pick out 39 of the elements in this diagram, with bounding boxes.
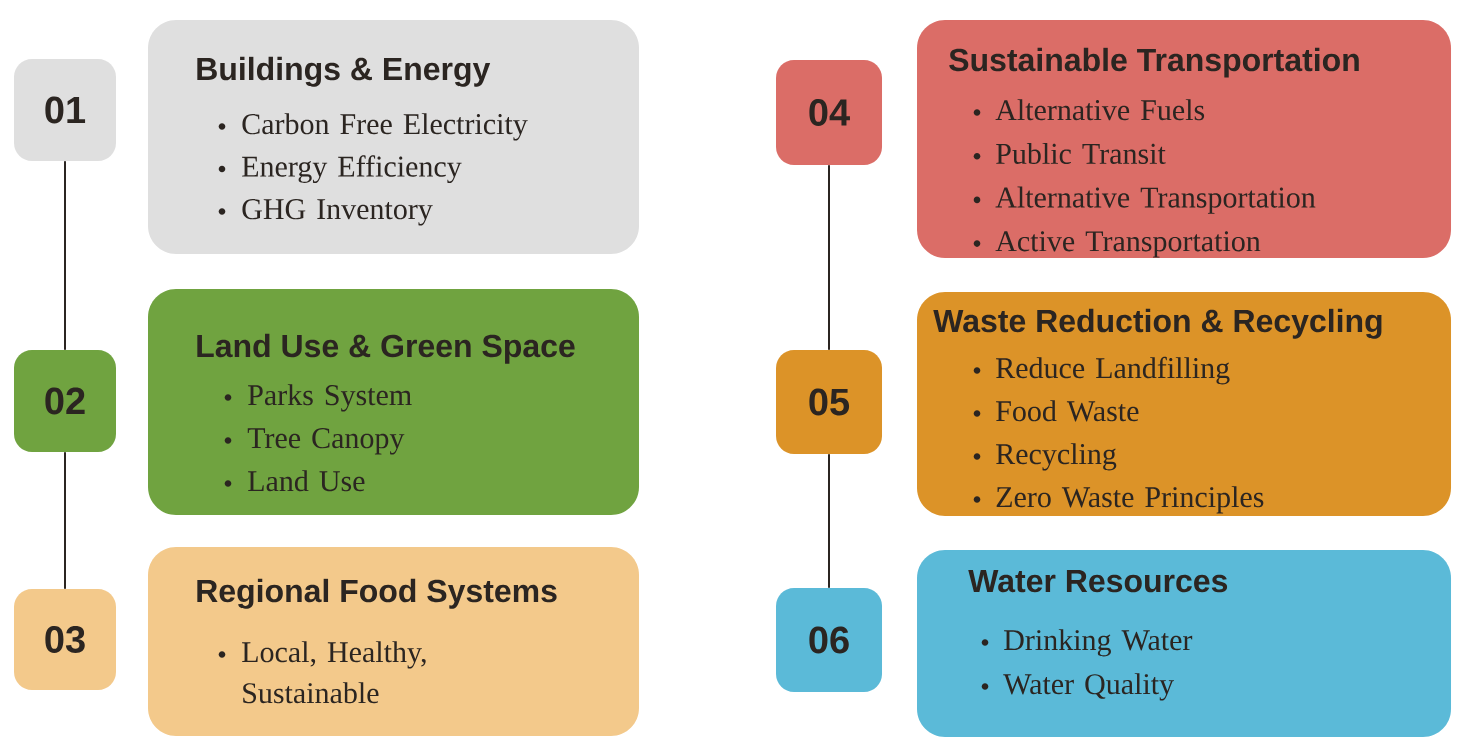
topic-card	[917, 292, 1451, 516]
connector-line	[828, 453, 830, 589]
topic-card	[917, 20, 1451, 258]
connector-line	[64, 160, 66, 351]
list-item: Food Waste	[996, 400, 1139, 422]
topic-card	[148, 547, 639, 736]
list-item: Drinking Water	[1004, 629, 1193, 657]
topic-card	[148, 289, 639, 515]
card-heading: Regional Food Systems	[197, 578, 557, 609]
card-heading: Land Use & Green Space	[197, 333, 575, 364]
step-number-box: 06	[776, 588, 882, 692]
card-heading: Sustainable Transportation	[949, 47, 1359, 78]
list-item: Land Use	[248, 470, 365, 492]
topic-card	[148, 20, 639, 254]
card-heading: Water Resources	[968, 570, 1228, 593]
list-item: Energy Efficiency	[242, 155, 462, 183]
step-number-box: 03	[14, 589, 116, 690]
list-item: Zero Waste Principles	[996, 486, 1264, 514]
connector-line	[64, 451, 66, 590]
list-item: Water Quality	[1003, 673, 1174, 701]
list-item: Parks System	[248, 384, 412, 412]
card-heading: Buildings & Energy	[197, 56, 491, 87]
list-item: Alternative Fuels	[995, 99, 1205, 121]
list-item: Carbon Free Electricity	[242, 113, 528, 141]
list-item: Alternative Transportation	[995, 186, 1316, 214]
topic-card	[917, 550, 1451, 737]
list-item: Tree Canopy	[247, 428, 405, 455]
step-number-box: 02	[14, 350, 116, 452]
card-heading: Waste Reduction & Recycling	[933, 308, 1382, 339]
step-number-box: 01	[14, 59, 116, 161]
list-item: Public Transit	[996, 142, 1166, 164]
list-item: GHG Inventory	[242, 199, 433, 226]
list-item: Active Transportation	[995, 231, 1261, 258]
list-item: Reduce Landfilling	[996, 356, 1230, 385]
step-number-box: 04	[776, 60, 882, 165]
step-number-box: 05	[776, 350, 882, 454]
connector-line	[828, 164, 830, 351]
list-item: Local, Healthy, Sustainable	[242, 641, 426, 704]
list-item: Recycling	[996, 443, 1117, 471]
